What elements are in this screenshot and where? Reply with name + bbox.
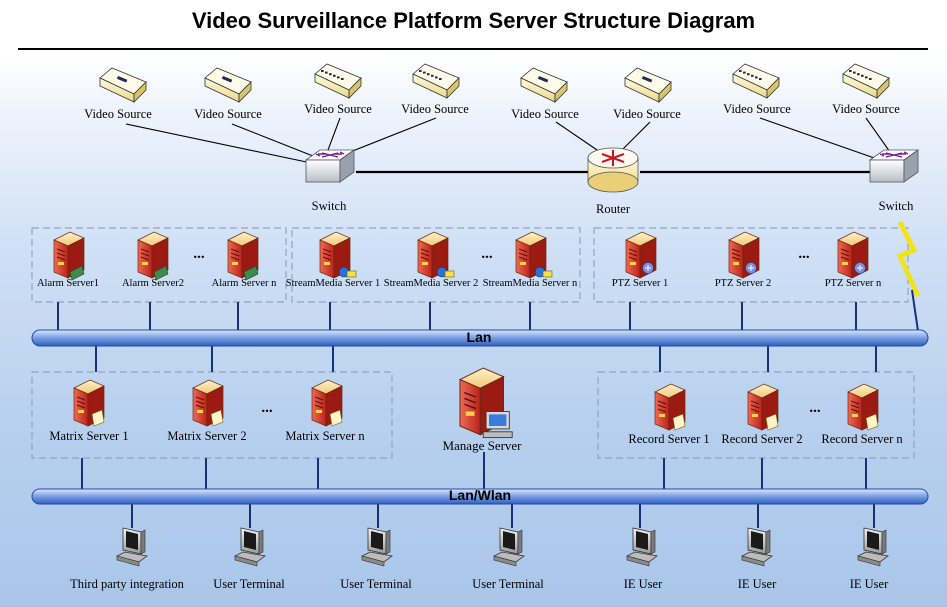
ptz-server-label: PTZ Server 1 <box>611 278 669 289</box>
alarm-server-label: Alarm Server n <box>211 278 277 289</box>
video-source-label: Video Source <box>401 102 469 116</box>
computer-terminal-icon <box>625 527 658 567</box>
client-label: Third party integration <box>70 577 184 591</box>
ptz-server-icon <box>837 231 869 279</box>
alarm-server-icon <box>53 231 85 281</box>
video-source-icon <box>732 63 780 99</box>
client-label: IE User <box>623 577 663 591</box>
computer-terminal-icon <box>115 527 148 567</box>
video-source-label: Video Source <box>613 107 681 121</box>
stream-server-label: StreamMedia Server 2 <box>383 278 479 289</box>
video-source-label: Video Source <box>304 102 372 116</box>
computer-terminal-icon <box>360 527 393 567</box>
client-label: User Terminal <box>472 577 544 591</box>
video-source-icon <box>624 67 672 103</box>
router-icon <box>587 147 639 193</box>
ellipsis: ... <box>809 400 821 416</box>
ptz-server-label: PTZ Server 2 <box>714 278 772 289</box>
client-label: IE User <box>849 577 889 591</box>
ptz-server-icon <box>728 231 760 279</box>
switch-label: Switch <box>311 199 347 213</box>
record-server-label: Record Server 2 <box>721 432 803 446</box>
stream-server-label: StreamMedia Server 1 <box>285 278 381 289</box>
alarm-server-label: Alarm Server1 <box>36 278 100 289</box>
video-source-label: Video Source <box>832 102 900 116</box>
matrix-server-icon <box>73 379 105 427</box>
video-source-icon <box>412 63 460 99</box>
alarm-server-group <box>31 227 287 303</box>
record-server-icon <box>747 383 779 431</box>
computer-terminal-icon <box>233 527 266 567</box>
matrix-server-icon <box>192 379 224 427</box>
video-source-label: Video Source <box>723 102 791 116</box>
lan-label: Lan <box>466 329 492 345</box>
matrix-server-icon <box>311 379 343 427</box>
video-source-label: Video Source <box>511 107 579 121</box>
ellipsis: ... <box>798 246 810 262</box>
ptz-server-group <box>593 227 909 303</box>
stream-server-icon <box>515 231 553 279</box>
ellipsis: ... <box>261 400 273 416</box>
video-source-label: Video Source <box>84 107 152 121</box>
computer-terminal-icon <box>856 527 889 567</box>
video-source-icon <box>842 63 890 99</box>
record-server-label: Record Server n <box>821 432 903 446</box>
matrix-server-label: Matrix Server 2 <box>167 429 247 443</box>
record-server-label: Record Server 1 <box>628 432 710 446</box>
stream-server-icon <box>319 231 357 279</box>
lan-bus <box>31 329 929 347</box>
lan-wlan-label: Lan/Wlan <box>448 487 512 503</box>
client-label: IE User <box>737 577 777 591</box>
ptz-server-label: PTZ Server n <box>824 278 882 289</box>
alarm-server-label: Alarm Server2 <box>121 278 185 289</box>
stream-server-group <box>291 227 581 303</box>
manage-server-icon <box>458 367 513 439</box>
ptz-server-icon <box>625 231 657 279</box>
video-source-icon <box>520 67 568 103</box>
ellipsis: ... <box>193 246 205 262</box>
matrix-server-label: Matrix Server n <box>285 429 365 443</box>
source-links <box>125 117 891 174</box>
lan-wlan-bus <box>31 488 929 505</box>
stream-server-label: StreamMedia Server n <box>482 278 578 289</box>
bus-drop-lines <box>57 302 877 528</box>
computer-terminal-icon <box>740 527 773 567</box>
wireless-link <box>896 220 921 332</box>
switch-icon <box>304 149 356 183</box>
ellipsis: ... <box>481 246 493 262</box>
computer-terminal-icon <box>492 527 525 567</box>
alarm-server-icon <box>227 231 259 281</box>
video-source-label: Video Source <box>194 107 262 121</box>
alarm-server-icon <box>137 231 169 281</box>
record-server-icon <box>654 383 686 431</box>
manage-server-label: Manage Server <box>442 438 522 453</box>
router-label: Router <box>595 202 631 216</box>
stream-server-icon <box>417 231 455 279</box>
video-source-icon <box>314 63 362 99</box>
switch-icon <box>868 149 920 183</box>
record-server-icon <box>847 383 879 431</box>
client-label: User Terminal <box>213 577 285 591</box>
diagram-title: Video Surveillance Platform Server Struc… <box>191 8 756 33</box>
switch-label: Switch <box>878 199 914 213</box>
client-label: User Terminal <box>340 577 412 591</box>
record-server-group <box>597 371 915 459</box>
video-source-icon <box>99 67 147 103</box>
video-source-icon <box>204 67 252 103</box>
matrix-server-label: Matrix Server 1 <box>49 429 129 443</box>
title-underline <box>18 48 928 50</box>
